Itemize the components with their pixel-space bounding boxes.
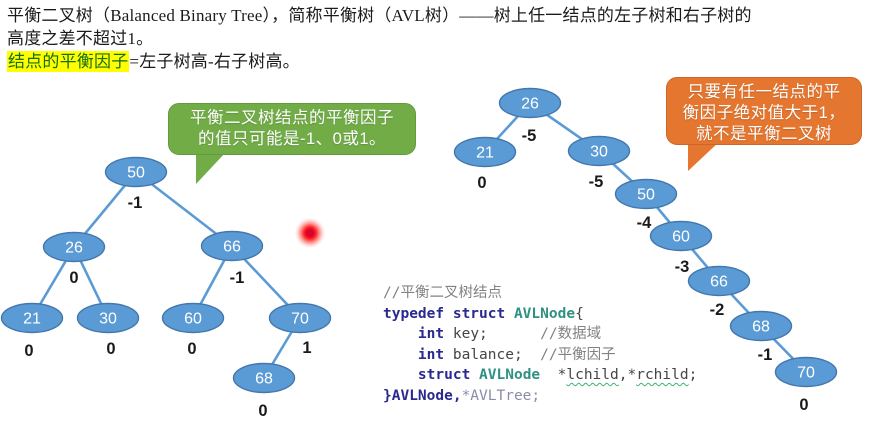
- tree-node-label: 60: [184, 311, 202, 328]
- tree-node: [774, 356, 838, 388]
- tree-node: [687, 265, 751, 297]
- balance-factor-label: 0: [106, 340, 115, 358]
- tree-node: [104, 156, 168, 188]
- green-callout: 平衡二叉树结点的平衡因子 的值只可能是-1、0或1。: [168, 103, 416, 155]
- tree-node: [42, 231, 106, 263]
- code-line: struct AVLNode *lchild,*rchild;: [383, 365, 697, 386]
- header-line-3: 结点的平衡因子=左子树高-右子树高。: [7, 50, 869, 73]
- balance-factor-label: 1: [302, 339, 311, 357]
- tree-node-label: 30: [590, 144, 608, 161]
- orange-callout-line: 只要有任一结点的平: [687, 83, 841, 101]
- code-token-sq: lchild: [566, 367, 619, 383]
- tree-node-label: 26: [65, 240, 83, 257]
- tree-node-label: 21: [23, 311, 41, 328]
- code-token-pl2: *AVLTree;: [461, 387, 541, 404]
- orange-callout-line: 就不是平衡二叉树: [696, 125, 832, 143]
- code-line: int key; //数据域: [383, 324, 697, 345]
- tree-node-label: 66: [223, 239, 241, 256]
- code-token-sq: rchild: [636, 367, 689, 383]
- tree-node-label: 70: [797, 365, 815, 382]
- balance-factor-label: -1: [230, 269, 245, 287]
- green-callout-tail: [196, 152, 226, 184]
- code-token-pl: {: [575, 305, 584, 322]
- header-line-1: 平衡二叉树（Balanced Binary Tree），简称平衡树（AVL树）—…: [7, 6, 752, 25]
- code-token-cm: //平衡二叉树结点: [383, 285, 502, 301]
- tree-node-label: 60: [672, 229, 690, 246]
- code-token-pl: key;: [444, 326, 541, 342]
- tree-node: [453, 136, 517, 168]
- orange-callout-line: 衡因子绝对值大于1，: [682, 104, 846, 122]
- balance-factor-label: -1: [758, 346, 773, 364]
- balance-factor-highlight: 结点的平衡因子: [7, 51, 130, 72]
- orange-callout: 只要有任一结点的平 衡因子绝对值大于1， 就不是平衡二叉树: [666, 77, 862, 145]
- tree-node: [498, 87, 562, 119]
- code-line: typedef struct AVLNode{: [383, 304, 697, 325]
- code-token-pl: ,*: [618, 367, 637, 383]
- tree-node-label: 50: [127, 165, 145, 182]
- code-token-pl: [383, 326, 418, 342]
- balance-factor-label: 0: [799, 396, 808, 414]
- balance-factor-label: 0: [258, 402, 267, 420]
- tree-node: [649, 220, 713, 252]
- code-token-pl: *: [540, 367, 567, 383]
- tree-node-label: 66: [710, 274, 728, 291]
- balance-factor-label: 0: [477, 174, 486, 192]
- code-token-pl: [383, 347, 418, 363]
- header-text: 平衡二叉树（Balanced Binary Tree），简称平衡树（AVL树）—…: [7, 4, 869, 73]
- code-token-kw: }AVLNode,: [383, 387, 462, 404]
- code-token-pl: balance;: [444, 346, 541, 363]
- code-token-kw: int: [417, 346, 445, 363]
- code-token-kw: typedef struct: [383, 305, 514, 322]
- green-callout-line: 平衡二叉树结点的平衡因子: [190, 109, 394, 127]
- tree-node-label: 26: [521, 96, 539, 113]
- code-line: //平衡二叉树结点: [383, 283, 697, 304]
- tree-node: [76, 302, 140, 334]
- tree-node: [614, 178, 678, 210]
- balance-factor-label: 0: [69, 269, 78, 287]
- balance-factor-definition: =左子树高-右子树高。: [129, 52, 300, 71]
- balance-factor-label: -5: [589, 173, 604, 191]
- balance-factor-label: -3: [675, 258, 690, 276]
- code-line: }AVLNode,*AVLTree;: [383, 386, 697, 407]
- orange-callout-tail: [688, 141, 720, 171]
- balance-factor-label: -5: [522, 127, 537, 145]
- balance-factor-label: 0: [187, 340, 196, 358]
- balance-factor-label: -2: [710, 301, 725, 319]
- tree-node-label: 21: [476, 145, 494, 162]
- code-token-pl: [383, 367, 418, 383]
- tree-node: [0, 302, 64, 334]
- code-token-ty: AVLNode: [513, 305, 576, 322]
- tree-node: [567, 135, 631, 167]
- balance-factor-label: -1: [128, 194, 143, 212]
- code-line: int balance; //平衡因子: [383, 345, 697, 366]
- code-token-ty: AVLNode: [470, 367, 541, 383]
- green-callout-line: 的值只可能是-1、0或1。: [197, 130, 387, 148]
- code-token-cm: //平衡因子: [540, 346, 616, 363]
- tree-node: [200, 230, 264, 262]
- balance-factor-label: 0: [24, 342, 33, 360]
- code-token-kw: int: [417, 326, 445, 342]
- tree-node-label: 50: [637, 187, 655, 204]
- code-token-kw: struct: [417, 367, 471, 383]
- tree-node: [268, 302, 332, 334]
- tree-node: [729, 310, 793, 342]
- tree-node: [161, 302, 225, 334]
- header-line-2: 高度之差不超过1。: [7, 29, 154, 48]
- balance-factor-label: -4: [637, 214, 652, 232]
- code-token-cm: //数据域: [540, 326, 602, 342]
- tree-node: [232, 362, 296, 394]
- code-token-pl: ;: [688, 367, 698, 383]
- tree-node-label: 70: [291, 311, 309, 328]
- tree-node-label: 68: [752, 319, 770, 336]
- tree-node-label: 30: [99, 311, 117, 328]
- tree-node-label: 68: [255, 371, 273, 388]
- laser-pointer-dot: [295, 218, 325, 248]
